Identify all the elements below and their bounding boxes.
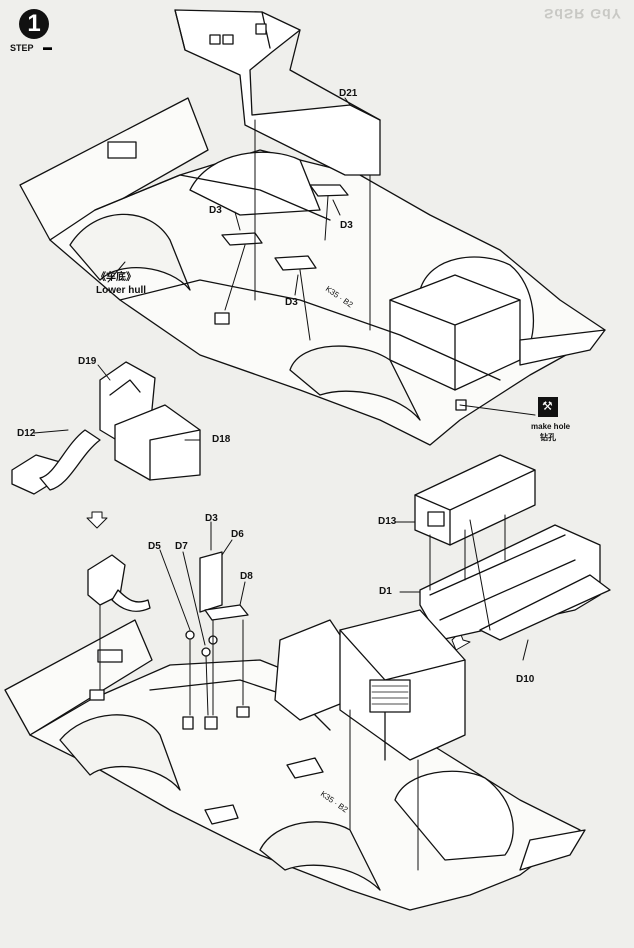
label-d13: D13 [378,516,397,527]
label-d18: D18 [212,434,231,445]
label-d7: D7 [175,541,188,552]
label-d1: D1 [379,586,392,597]
part-d1-d10 [394,514,611,661]
step-label: STEP [10,43,34,53]
part-d3-upper [221,184,349,271]
label-d12: D12 [17,428,36,439]
leader-lines-lower [99,521,419,871]
part-d21 [174,9,381,176]
label-lower-hull-en: Lower hull [96,285,146,296]
lower-small-parts [87,551,249,657]
part-d13 [414,454,536,546]
label-d3-lower: D3 [205,513,218,524]
label-make-hole-en: make hole [531,422,571,431]
bleed-through-text: SdSR GdY [543,6,622,22]
label-d5: D5 [148,541,161,552]
step-number: 1 [19,9,49,39]
label-d3-right: D3 [340,220,353,231]
label-d3-left: D3 [209,205,222,216]
label-d19: D19 [78,356,97,367]
label-d8: D8 [240,571,253,582]
label-make-hole-cn: 钻孔 [540,433,556,442]
tank-icon: ▬ [43,42,52,52]
label-d21: D21 [339,88,358,99]
leader-lines-upper [107,97,536,416]
upper-hull-drawing: K35 · B2 [19,97,606,446]
step-badge: 1 STEP ▬ [10,9,60,65]
label-lower-hull-cn: 《车底》 [96,272,136,283]
label-d6: D6 [231,529,244,540]
drill-icon: ⚒ [538,397,558,417]
part-d19-d12-d18 [11,361,201,495]
label-d10: D10 [516,674,535,685]
label-d3-center: D3 [285,297,298,308]
lower-hull-drawing: K35 · B2 [4,609,586,911]
